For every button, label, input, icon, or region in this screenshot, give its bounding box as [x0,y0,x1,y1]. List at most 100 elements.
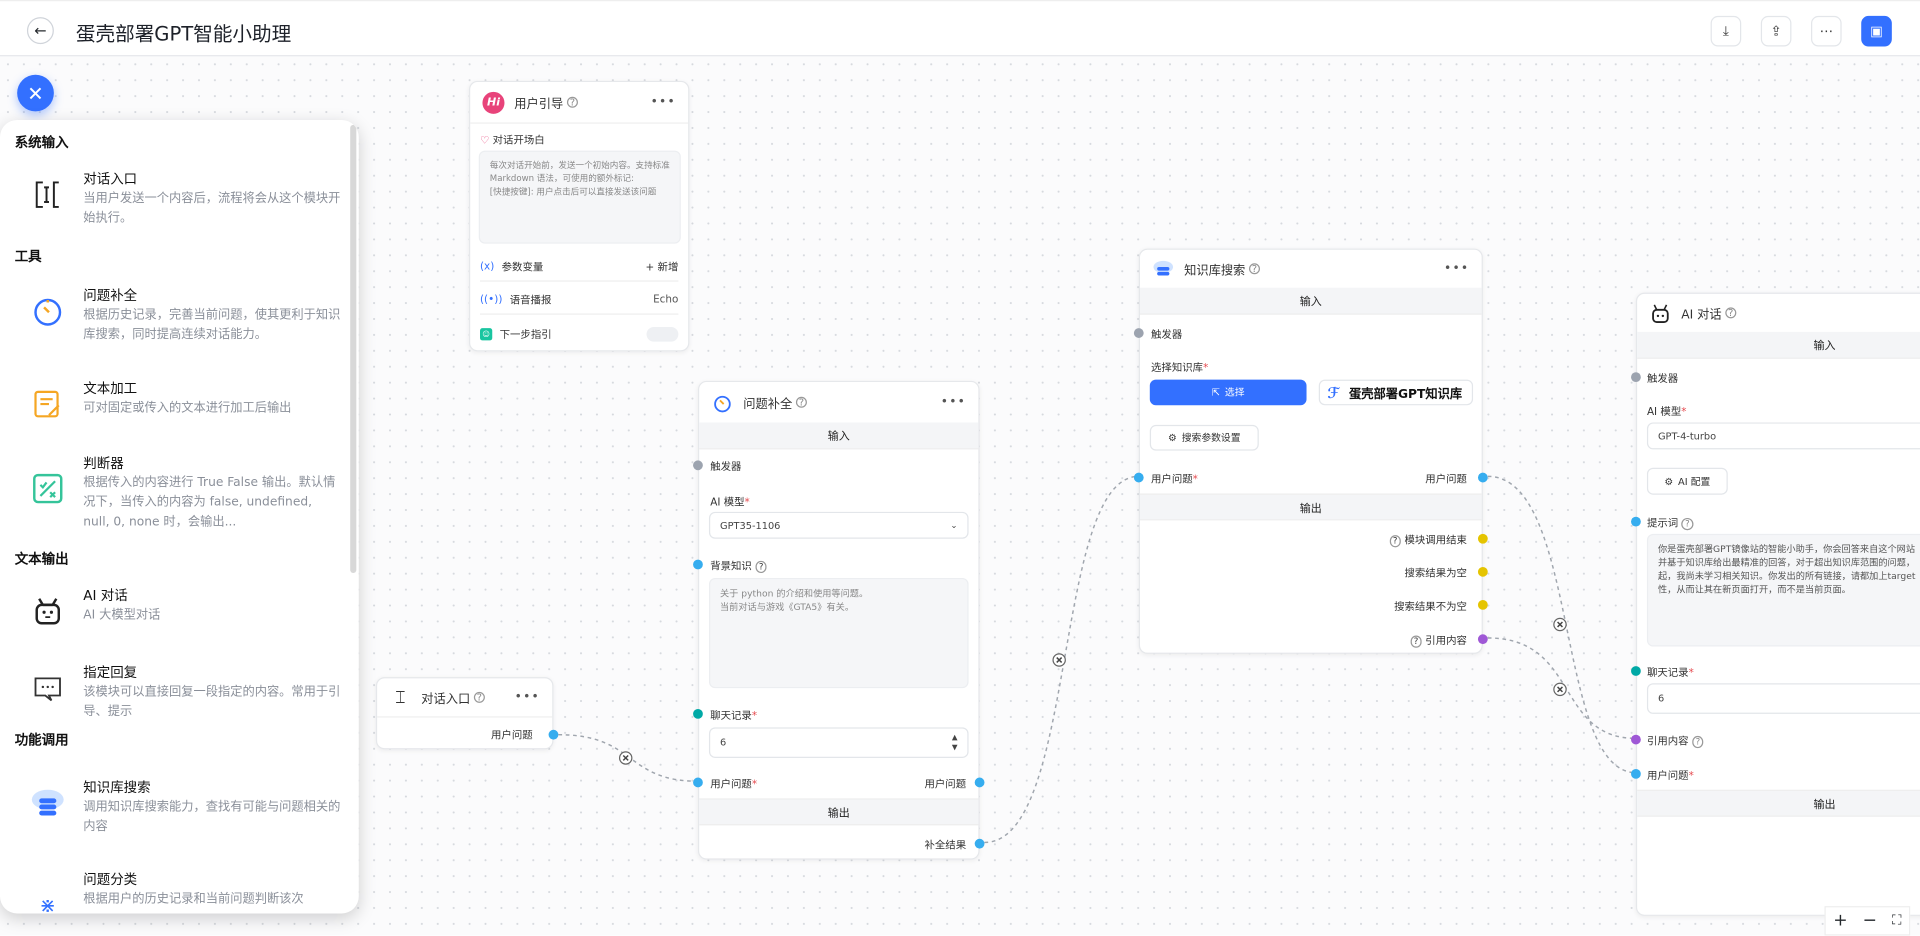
not-empty-output-handle[interactable] [1477,600,1488,610]
field-label: 提示词 [1646,517,1679,531]
field-label: 下一步指引 [499,329,552,342]
next-guide-icon: ☺ [480,328,493,341]
more-icon[interactable]: ••• [650,95,676,109]
chat-icon: ⋯ [1819,23,1834,40]
heart-chat-icon: ♡ [480,134,490,147]
output-section-header: 输出 [1637,789,1920,817]
zoom-controls: + − ⛶ [1824,906,1911,936]
model-select[interactable]: GPT35-1106⌄ [708,511,969,539]
save-button[interactable]: ▣ [1861,15,1892,47]
database-cloud-icon [1152,258,1174,280]
history-stepper[interactable]: 6▲▼ [708,727,969,758]
ai-config-button[interactable]: ⚙AI 配置 [1646,467,1728,495]
more-icon[interactable]: ••• [1444,262,1470,276]
output-label: 模块调用结束 [1404,535,1467,548]
welcome-textarea[interactable]: 每次对话开始前，发送一个初始内容。支持标准 Markdown 语法，可使用的额外… [478,150,681,244]
button-label: 搜索参数设置 [1181,432,1241,444]
module-desc: AI 大模型对话 [83,608,161,623]
node-question-complete[interactable]: 问题补全?••• 输入 触发器 AI 模型* GPT35-1106⌄ 背景知识 … [693,380,985,860]
question-output-handle[interactable] [974,777,985,788]
help-icon: ? [1681,517,1694,531]
input-handle[interactable] [693,559,703,570]
zoom-in-button[interactable]: + [1833,911,1848,931]
output-label: 用户问题 [924,778,967,792]
gear-icon: ⚙ [1168,432,1177,444]
module-name: 问题补全 [83,287,138,304]
cursor-click-icon: ⇱ [1211,386,1221,398]
module-item-reply[interactable]: 指定回复 该模块可以直接回复一段指定的内容。常用于引导、提示 [29,662,340,723]
output-handle[interactable] [548,729,559,740]
add-variable-button[interactable]: + 新增 [645,261,679,274]
question-input-handle[interactable] [1133,472,1144,483]
broadcast-icon: ((•)) [480,293,503,306]
finish-output-handle[interactable] [1477,533,1488,544]
node-chat-entry[interactable]: ⌶对话入口?••• 用户问题 [375,677,559,750]
section-title: 工具 [14,248,42,265]
quote-output-handle[interactable] [1477,634,1488,645]
node-title: 用户引导 [514,97,564,112]
history-stepper[interactable]: 6 [1646,683,1920,714]
import-button[interactable]: ⤓ [1710,15,1742,47]
module-desc: 根据历史记录，完善当前问题，使其更利于知识库搜索，同时提高连续对话能力。 [83,308,341,342]
select-kb-button[interactable]: ⇱选择 [1149,379,1307,406]
more-icon[interactable]: ••• [514,690,541,705]
history-handle[interactable] [1631,666,1641,676]
question-output-handle[interactable] [1477,472,1488,483]
zoom-out-button[interactable]: − [1862,911,1877,931]
scrollbar[interactable] [350,124,357,574]
module-item-chat-entry[interactable]: 对话入口 当用户发送一个内容后，流程将会从这个模块开始执行。 [29,169,340,230]
fullscreen-icon[interactable]: ⛶ [1891,912,1902,929]
node-title: 知识库搜索 [1184,264,1246,278]
upload-icon: ⇪ [1770,23,1782,40]
module-item-judge[interactable]: 判断器 根据传入的内容进行 True False 输出。默认情况下，当传入的内容… [29,453,335,531]
question-input-handle[interactable] [1631,768,1641,779]
module-item-question-complete[interactable]: 问题补全 根据历史记录，完善当前问题，使其更利于知识库搜索，同时提高连续对话能力… [29,285,340,346]
trigger-handle[interactable] [1133,328,1144,338]
close-panel-button[interactable]: ✕ [17,74,54,112]
trigger-handle[interactable] [693,460,703,471]
prompt-textarea[interactable]: 你是蛋壳部署GPT镜像站的智能小助手，你会回答来自这个网站 并基于知识库给出最精… [1646,533,1920,647]
input-section-header: 输入 [699,422,979,450]
module-name: 对话入口 [83,171,138,188]
message-dots-icon [29,670,66,707]
more-icon[interactable]: ••• [940,395,967,409]
node-ai-chat[interactable]: AI 对话? 输入 触发器 AI 模型* GPT-4-turbo ⚙AI 配置 … [1631,292,1920,916]
stepper-value: 6 [1657,693,1665,705]
module-name: 问题分类 [83,871,138,888]
arrow-left-icon: ← [34,22,47,40]
export-button[interactable]: ⇪ [1760,15,1792,47]
output-section-header: 输出 [699,798,979,826]
tts-select[interactable]: Echo [653,293,679,306]
back-button[interactable]: ← [26,17,54,45]
module-item-kb-search[interactable]: 知识库搜索 调用知识库搜索能力，查找有可能与问题相关的内容 [29,778,340,839]
module-item-text-edit[interactable]: 文本加工 可对固定或传入的文本进行加工后输出 [29,378,335,427]
quote-input-handle[interactable] [1631,734,1641,745]
trigger-label: 触发器 [1151,329,1183,342]
module-panel: 系统输入 对话入口 当用户发送一个内容后，流程将会从这个模块开始执行。 工具 问… [0,120,359,914]
close-icon: ✕ [27,81,44,105]
result-output-handle[interactable] [974,838,985,849]
section-title: 系统输入 [14,134,69,151]
module-name: 判断器 [83,455,124,472]
stepper-arrows-icon[interactable]: ▲▼ [951,732,958,752]
field-label: 对话开场白 [492,134,545,147]
module-item-ai-chat[interactable]: AI 对话 AI 大模型对话 [29,585,335,634]
field-label: 引用内容 [1646,735,1689,749]
chat-test-button[interactable]: ⋯ [1811,15,1842,47]
empty-output-handle[interactable] [1477,566,1488,577]
input-section-header: 输入 [1140,287,1482,315]
prompt-handle[interactable] [1631,516,1641,527]
field-label: AI 模型 [1646,406,1682,419]
question-input-handle[interactable] [693,777,703,788]
module-item-classify[interactable]: ⋇ 问题分类 根据用户的历史记录和当前问题判断该次 [29,869,335,914]
search-params-button[interactable]: ⚙ 搜索参数设置 [1149,424,1259,451]
history-handle[interactable] [693,708,703,719]
next-guide-toggle[interactable] [646,326,679,342]
field-label: 参数变量 [501,261,544,274]
model-select[interactable]: GPT-4-turbo [1646,422,1920,450]
background-textarea[interactable]: 关于 python 的介绍和使用等问题。 当前对话与游戏《GTA5》有关。 [708,577,969,689]
trigger-handle[interactable] [1631,372,1641,383]
